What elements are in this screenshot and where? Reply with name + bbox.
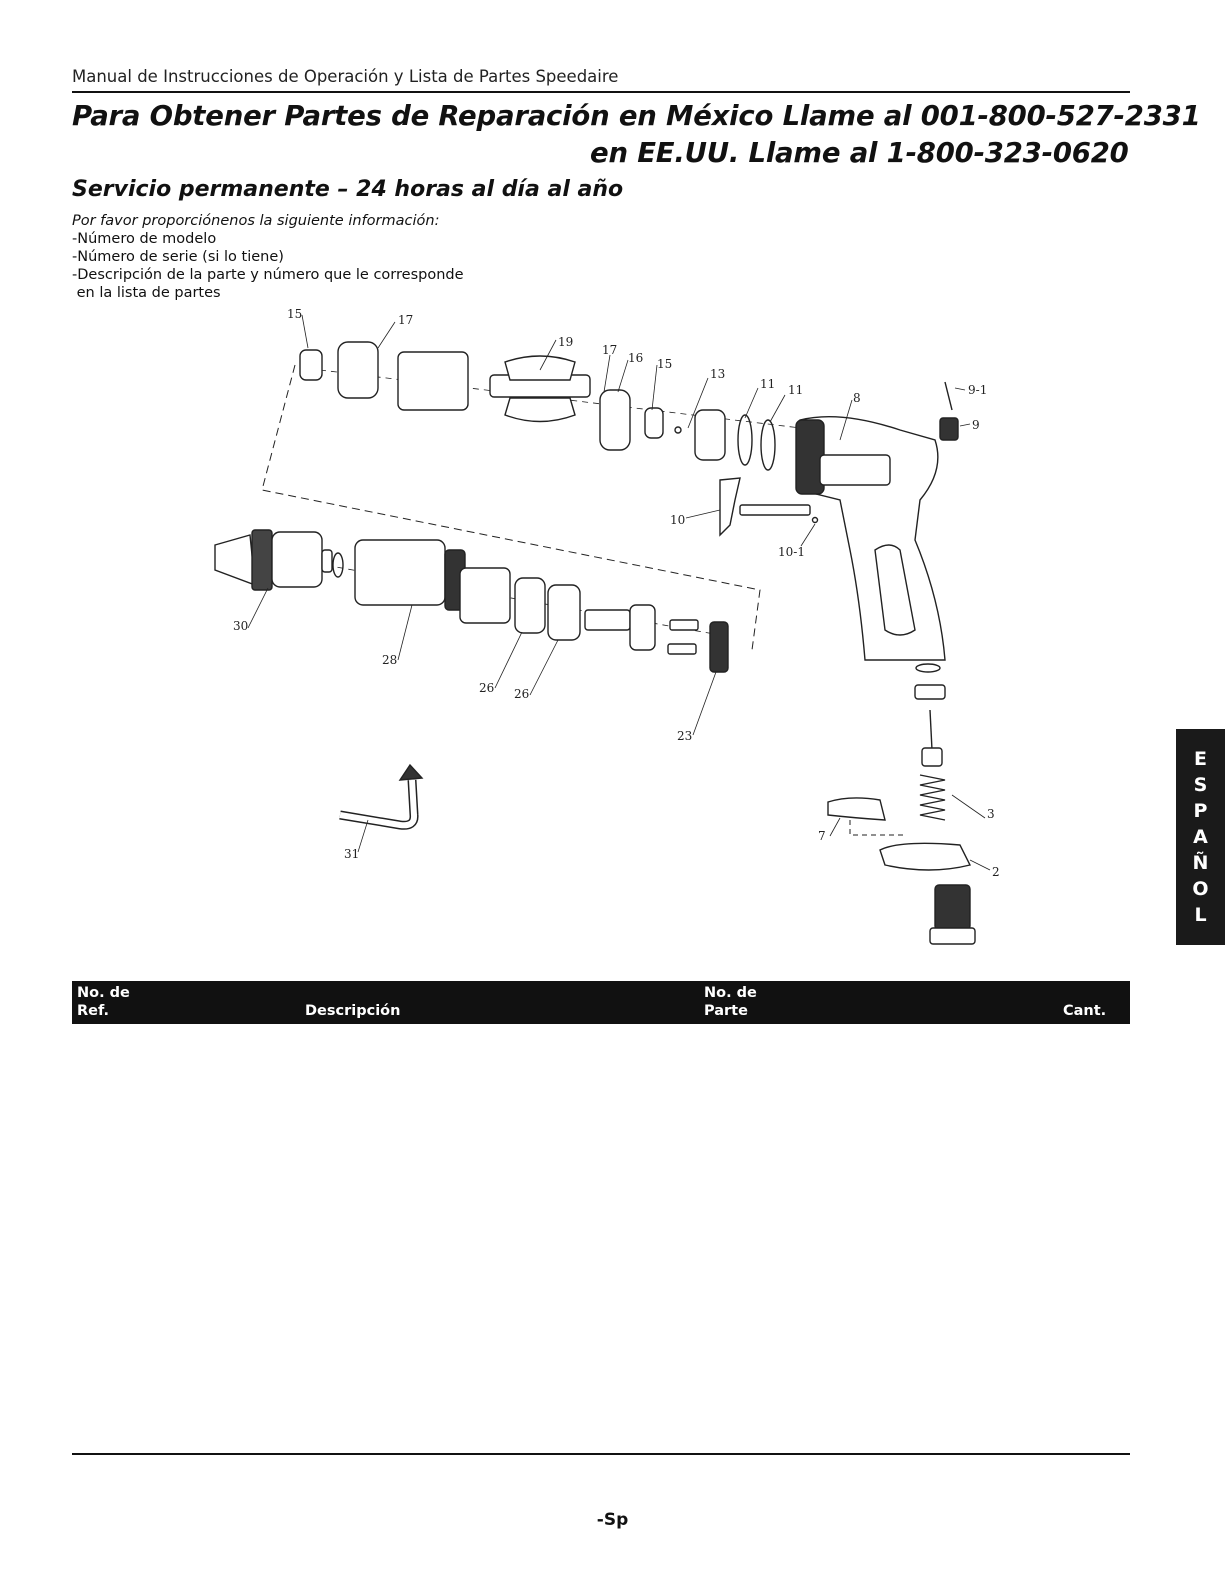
part-label: 11 <box>760 377 775 391</box>
page-number: -Sp <box>596 1510 629 1530</box>
part-label: 26 <box>479 681 494 695</box>
parts-phone-usa: en EE.UU. Llame al 1-800-323-0620 <box>590 137 1129 169</box>
part-label: 2 <box>992 865 1000 879</box>
part-label: 15 <box>657 357 672 371</box>
part-label: 16 <box>628 351 643 365</box>
part-label: 17 <box>602 343 617 357</box>
info-intro: Por favor proporciónenos la siguiente in… <box>72 213 440 229</box>
part-label: 17 <box>398 313 413 327</box>
tab-letter: E <box>1194 748 1207 770</box>
part-label: 10-1 <box>778 545 805 559</box>
part-label: 23 <box>677 729 692 743</box>
tab-letter: S <box>1193 774 1208 796</box>
info-item: -Número de serie (si lo tiene) <box>72 249 284 265</box>
part-label: 3 <box>987 807 995 821</box>
manual-title: Manual de Instrucciones de Operación y L… <box>72 67 619 86</box>
part-label: 7 <box>818 829 826 843</box>
part-label: 9-1 <box>968 383 987 397</box>
part-label: 30 <box>233 619 248 633</box>
col-ref-line2: Ref. <box>77 1003 110 1019</box>
part-label: 19 <box>558 335 573 349</box>
col-description: Descripción <box>305 1003 401 1019</box>
part-label: 13 <box>710 367 725 381</box>
info-item: en la lista de partes <box>72 285 221 301</box>
parts-table-header: No. de Ref. Descripción No. de Parte Can… <box>72 981 1130 1024</box>
part-label: 10 <box>670 513 685 527</box>
part-label: 11 <box>788 383 803 397</box>
tab-letter: Ñ <box>1192 852 1209 874</box>
tab-letter: A <box>1193 826 1208 848</box>
info-item: -Número de modelo <box>72 231 217 247</box>
info-item: -Descripción de la parte y número que le… <box>72 267 464 283</box>
part-label: 9 <box>972 418 980 432</box>
col-ref-line1: No. de <box>77 985 130 1001</box>
parts-phone-mexico: Para Obtener Partes de Reparación en Méx… <box>72 100 1201 132</box>
bottom-divider <box>72 1453 1130 1455</box>
part-label: 8 <box>853 391 861 405</box>
tab-letter: O <box>1192 878 1209 900</box>
exploded-parts-diagram: 15 17 19 17 16 15 13 11 11 8 9-1 9 10 10… <box>214 307 1000 945</box>
col-qty: Cant. <box>1063 1003 1107 1019</box>
info-block: Por favor proporciónenos la siguiente in… <box>72 212 464 302</box>
part-label: 28 <box>382 653 397 667</box>
part-label: 31 <box>344 847 359 861</box>
tab-letter: L <box>1194 904 1207 926</box>
language-tab-espanol: E S P A Ñ O L <box>1176 729 1225 945</box>
top-divider <box>72 91 1130 93</box>
tab-letter: P <box>1193 800 1208 822</box>
part-label: 15 <box>287 307 302 321</box>
service-hours: Servicio permanente – 24 horas al día al… <box>72 177 624 202</box>
col-part-line2: Parte <box>704 1003 748 1019</box>
col-part-line1: No. de <box>704 985 757 1001</box>
part-label: 26 <box>514 687 529 701</box>
